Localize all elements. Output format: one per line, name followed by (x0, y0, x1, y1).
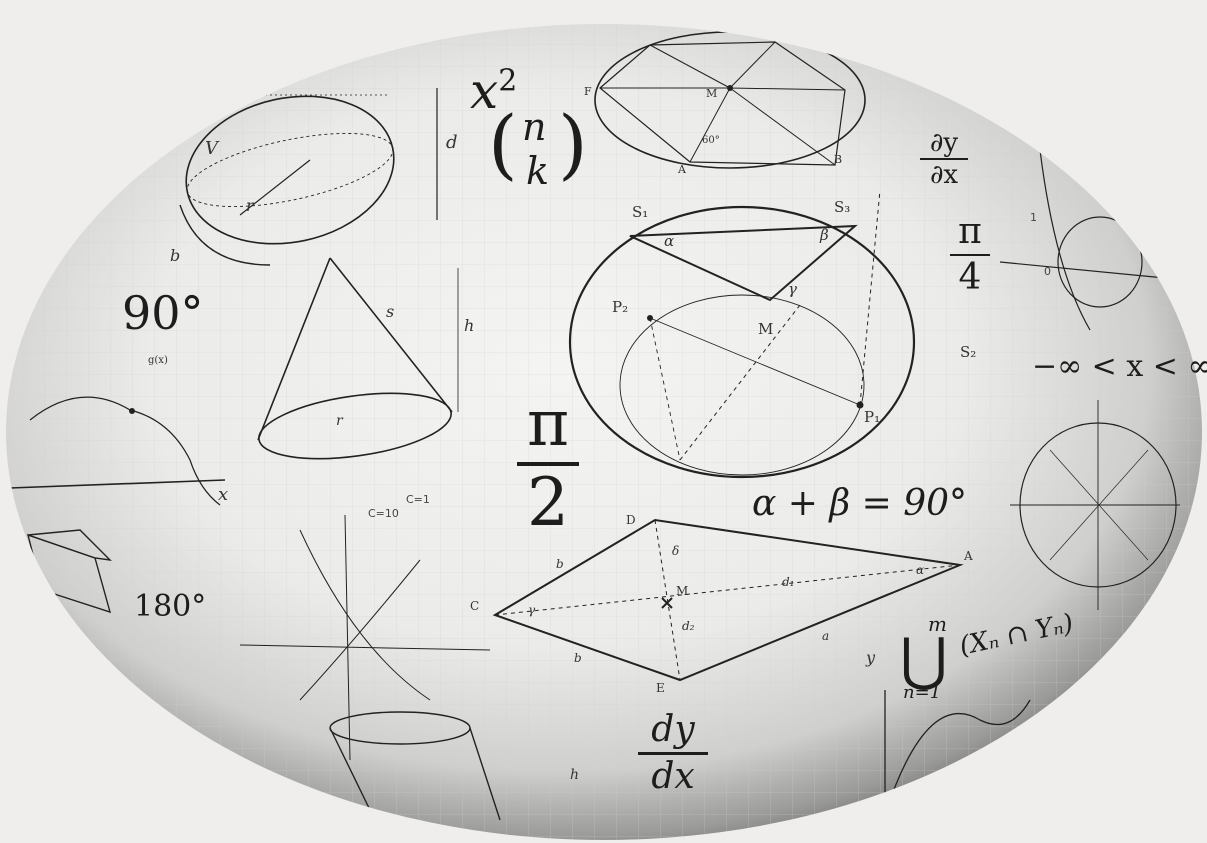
label-cyl-v: V (205, 138, 218, 159)
union-symbol: ⋃ (900, 625, 948, 693)
label-kite-a-side: a (822, 629, 830, 643)
label-c1: C=1 (406, 493, 430, 506)
label-kite-m: M (676, 584, 689, 598)
bottom-cylinder (329, 711, 501, 821)
partial-derivative: ∂y ∂x (912, 130, 976, 188)
label-graph-x: x (218, 484, 229, 505)
label-p2: P₂ (612, 298, 629, 316)
label-kite-d: D (626, 513, 636, 527)
pi-numerator: π (526, 387, 570, 461)
partial-numerator: ∂y (929, 128, 959, 158)
dy-numerator: dy (651, 709, 695, 750)
exponent-two: 2 (498, 63, 518, 99)
label-hex-f: F (584, 85, 592, 98)
angle-90: 90° (122, 286, 204, 340)
label-beta: β (820, 226, 829, 244)
angle-sum-formula: α + β = 90° (752, 483, 968, 524)
label-s2: S₂ (960, 343, 977, 361)
label-cyl-d: d (446, 132, 458, 153)
x-symbol: x (470, 62, 499, 120)
label-tick-one: 1 (1030, 211, 1037, 224)
label-y-axis: y (866, 648, 876, 667)
inscribed-circle-diagram (568, 189, 916, 479)
derivative-dy-dx: dy dx (630, 712, 716, 795)
label-cone-s: s (386, 302, 395, 321)
binom-n: n (522, 105, 547, 149)
function-curve (9, 396, 226, 506)
label-s3: S₃ (834, 198, 851, 216)
label-hex-60: 60° (702, 135, 720, 146)
label-kite-delta: δ (672, 544, 680, 558)
bottom-graph (884, 690, 1031, 801)
label-hex-b: B (834, 153, 843, 166)
infinity-range: −∞ < x < ∞ (1032, 349, 1207, 384)
label-tick-zero: 0 (1044, 265, 1051, 278)
label-hex-m: M (706, 87, 718, 100)
pi-denominator: 2 (527, 464, 569, 541)
label-hex-a: A (678, 163, 686, 176)
cone-diagram (257, 257, 459, 460)
label-gamma: γ (788, 280, 797, 298)
coordinate-graph (239, 514, 491, 761)
label-cone-r: r (336, 413, 343, 429)
fraction-bar (950, 254, 990, 256)
label-kite-b-bottom: b (574, 651, 582, 665)
label-c10: C=10 (368, 507, 399, 520)
pi-over-four: π 4 (942, 214, 998, 296)
label-gx: g(x) (148, 355, 168, 366)
binomial-close: ) (558, 99, 588, 188)
label-alpha: α (664, 232, 675, 250)
label-kite-b-top: b (556, 557, 564, 571)
x-squared: x2 (470, 66, 517, 116)
dx-denominator: dx (651, 756, 695, 797)
label-kite-d1: d₁ (782, 575, 795, 589)
label-s1: S₁ (632, 203, 649, 221)
unit-circle-diagram (1010, 400, 1180, 610)
pi4-denominator: 4 (958, 257, 982, 298)
fraction-bar (517, 462, 579, 466)
label-kite-alpha: α (916, 563, 925, 577)
label-cyl-h: h (570, 767, 580, 783)
kite-diagram (492, 518, 964, 682)
parabola-graph (999, 149, 1166, 331)
binomial: ( (488, 99, 518, 188)
binom-k: k (526, 149, 550, 193)
label-kite-d2: d₂ (682, 619, 695, 633)
label-kite-c: C (470, 599, 480, 613)
partial-denominator: ∂x (929, 160, 959, 190)
label-p1: P₁ (864, 408, 881, 426)
fraction-bar (638, 752, 708, 755)
label-kite-e: E (656, 681, 665, 695)
label-kite-a: A (964, 549, 973, 563)
label-kite-gamma: γ (528, 603, 536, 617)
pi4-numerator: π (958, 211, 982, 252)
angle-180: 180° (134, 589, 207, 624)
label-cyl-b: b (170, 246, 181, 265)
union-top: m (928, 612, 947, 636)
label-m-circle: M (758, 320, 774, 338)
pi-over-two: π 2 (508, 392, 588, 536)
label-cone-h: h (464, 316, 475, 335)
union-bottom: n=1 (903, 682, 942, 703)
label-cyl-r: r (246, 196, 254, 215)
fraction-bar (920, 158, 968, 160)
